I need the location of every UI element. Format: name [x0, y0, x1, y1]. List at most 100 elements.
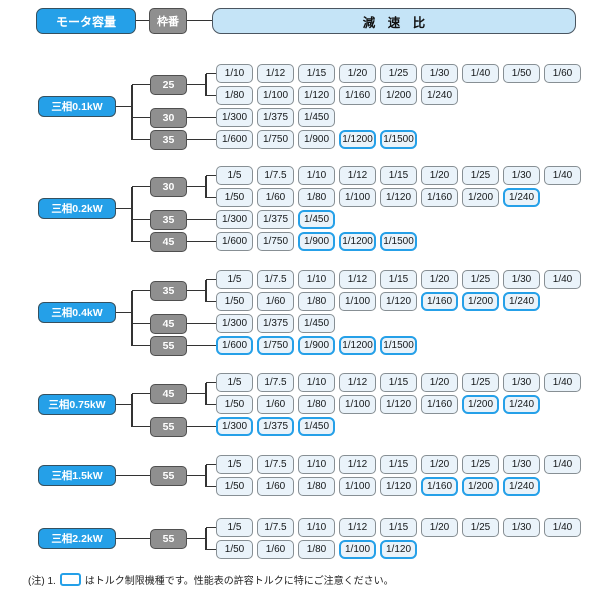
ratio-box-torque-limited: 1/900 [298, 336, 335, 355]
ratio-box-torque-limited: 1/1500 [380, 130, 417, 149]
ratio-box: 1/50 [503, 64, 540, 83]
ratio-box-torque-limited: 1/1200 [339, 130, 376, 149]
ratio-box: 1/40 [544, 270, 581, 289]
ratio-box: 1/600 [216, 232, 253, 251]
row-bracket [205, 175, 207, 198]
ratio-box: 1/80 [298, 477, 335, 496]
branch-spine [131, 84, 133, 140]
ratio-box: 1/25 [380, 64, 417, 83]
ratio-box: 1/300 [216, 210, 253, 229]
ratio-box: 1/7.5 [257, 518, 294, 537]
ratio-box: 1/40 [544, 455, 581, 474]
ratio-box: 1/100 [257, 86, 294, 105]
row-bracket [205, 73, 207, 96]
branch-spine [131, 290, 133, 346]
ratio-box: 1/5 [216, 455, 253, 474]
connector-line [206, 548, 216, 551]
connector-line [187, 425, 216, 428]
motor-label: 三相0.1kW [38, 96, 116, 117]
branch-spine [131, 393, 133, 427]
ratio-box: 1/5 [216, 166, 253, 185]
ratio-box: 1/160 [339, 86, 376, 105]
ratio-box: 1/15 [380, 270, 417, 289]
ratio-box: 1/5 [216, 373, 253, 392]
ratio-box-torque-limited: 1/160 [421, 477, 458, 496]
connector-line [132, 116, 150, 119]
ratio-box: 1/300 [216, 314, 253, 333]
connector-line [206, 278, 216, 281]
connector-line [206, 300, 216, 303]
connector-line [206, 485, 216, 488]
connector-line [206, 381, 216, 384]
ratio-box: 1/80 [298, 540, 335, 559]
connector-line [187, 185, 206, 188]
ratio-box: 1/40 [544, 373, 581, 392]
connector-line [187, 322, 216, 325]
connector-line [187, 392, 206, 395]
ratio-box: 1/375 [257, 210, 294, 229]
ratio-box: 1/30 [503, 270, 540, 289]
ratio-box: 1/25 [462, 270, 499, 289]
frame-box: 30 [150, 176, 187, 197]
connector-line [132, 83, 150, 86]
ratio-box: 1/60 [257, 477, 294, 496]
connector-line [206, 174, 216, 177]
ratio-box: 1/100 [339, 395, 376, 414]
ratio-box-torque-limited: 1/160 [421, 292, 458, 311]
motor-label: 三相0.2kW [38, 198, 116, 219]
ratio-box: 1/7.5 [257, 455, 294, 474]
footnote: (注) 1. はトルク制限機種です。性能表の許容トルクに特にご注意ください。 [28, 572, 394, 587]
row-bracket [205, 464, 207, 487]
connector-line [187, 344, 216, 347]
ratio-box: 1/12 [257, 64, 294, 83]
frame-box: 45 [150, 313, 187, 334]
connector-line [187, 289, 206, 292]
ratio-box: 1/80 [298, 188, 335, 207]
connector-line [116, 105, 132, 108]
ratio-box: 1/15 [380, 373, 417, 392]
connector-line [187, 218, 216, 221]
ratio-box: 1/60 [544, 64, 581, 83]
ratio-box: 1/20 [421, 166, 458, 185]
ratio-box: 1/15 [298, 64, 335, 83]
ratio-box: 1/40 [544, 166, 581, 185]
ratio-box: 1/30 [421, 64, 458, 83]
ratio-box: 1/5 [216, 270, 253, 289]
ratio-box-torque-limited: 1/240 [503, 188, 540, 207]
connector-line [116, 207, 132, 210]
ratio-box: 1/12 [339, 166, 376, 185]
frame-box: 35 [150, 129, 187, 150]
ratio-box: 1/30 [503, 166, 540, 185]
connector-line [206, 526, 216, 529]
ratio-box: 1/15 [380, 518, 417, 537]
ratio-box: 1/10 [216, 64, 253, 83]
ratio-box: 1/30 [503, 373, 540, 392]
ratio-box-torque-limited: 1/1500 [380, 336, 417, 355]
row-bracket [205, 279, 207, 302]
reduction-ratio-header: 減 速 比 [212, 8, 576, 34]
connector-line [206, 94, 216, 97]
ratio-box: 1/20 [421, 270, 458, 289]
ratio-box-torque-limited: 1/375 [257, 417, 294, 436]
connector-line [187, 20, 212, 22]
ratio-box-torque-limited: 1/1500 [380, 232, 417, 251]
ratio-box: 1/15 [380, 166, 417, 185]
ratio-box: 1/200 [380, 86, 417, 105]
ratio-box: 1/12 [339, 455, 376, 474]
connector-line [116, 311, 132, 314]
frame-box: 35 [150, 209, 187, 230]
ratio-box: 1/15 [380, 455, 417, 474]
connector-line [136, 20, 149, 22]
ratio-box-torque-limited: 1/600 [216, 336, 253, 355]
ratio-box: 1/375 [257, 108, 294, 127]
frame-number-header: 枠番 [149, 8, 187, 34]
ratio-box: 1/40 [462, 64, 499, 83]
connector-line [187, 537, 206, 540]
ratio-box: 1/120 [380, 188, 417, 207]
ratio-box: 1/25 [462, 166, 499, 185]
ratio-box: 1/375 [257, 314, 294, 333]
frame-box: 55 [150, 416, 187, 437]
ratio-box: 1/60 [257, 395, 294, 414]
ratio-box: 1/160 [421, 395, 458, 414]
ratio-box: 1/12 [339, 373, 376, 392]
